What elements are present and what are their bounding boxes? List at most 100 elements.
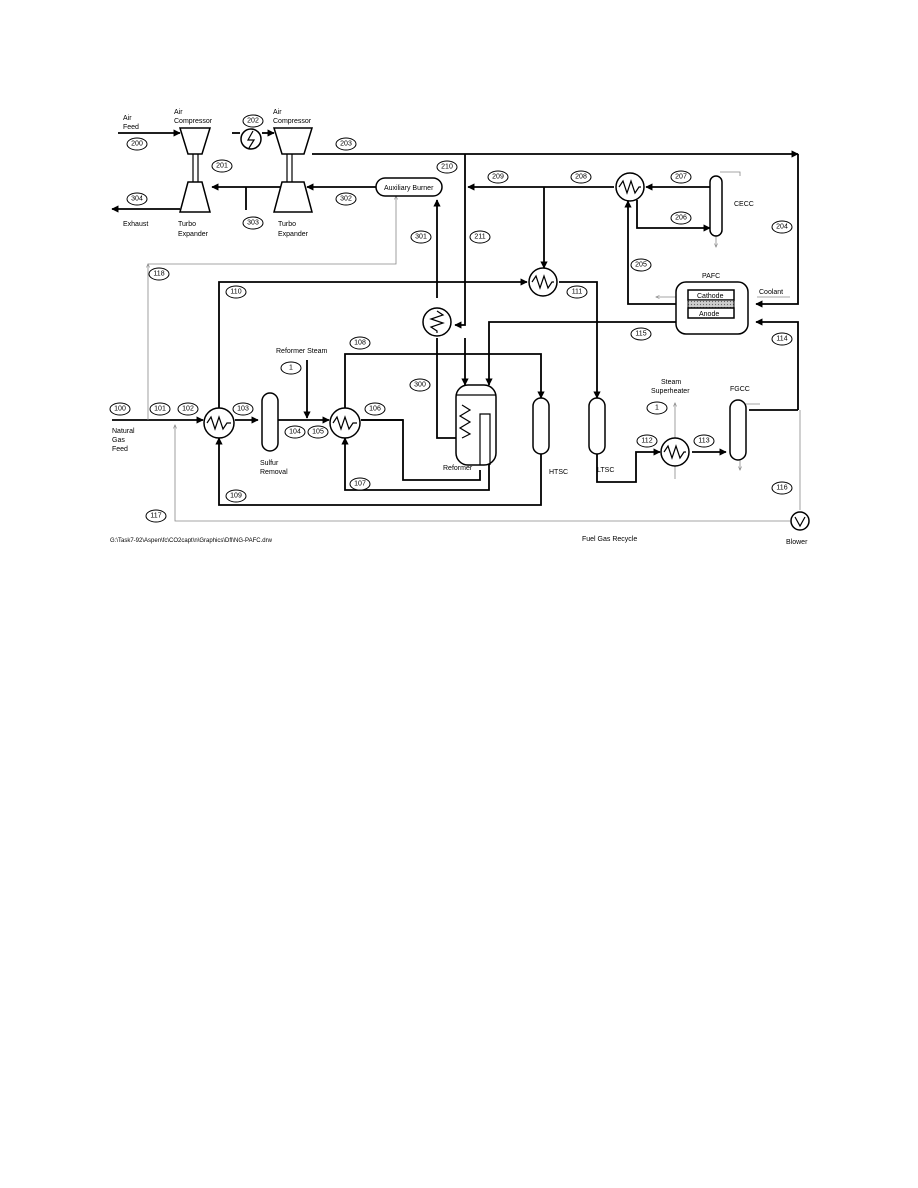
cathode-label: Cathode (697, 293, 724, 300)
stream-tag: 300 (409, 378, 431, 392)
stream-tag: 115 (630, 327, 652, 341)
reformer-steam-label: Reformer Steam (276, 348, 328, 355)
stream-tag: 209 (487, 170, 509, 184)
stream-tag: 103 (232, 402, 254, 416)
feed-heat-exchanger (203, 407, 235, 439)
stream-tag-text: 115 (635, 331, 646, 338)
stream-tag: 107 (349, 477, 371, 491)
stream-tag-text: 205 (635, 262, 647, 269)
stream-110-line (218, 278, 528, 408)
stream-tag-text: 206 (675, 215, 687, 222)
reformer-vessel (455, 384, 497, 466)
stream-tag-text: 102 (182, 406, 194, 413)
sulfur-removal-label-2: Removal (260, 469, 288, 476)
stream-tag: 207 (670, 170, 692, 184)
stream-tag: 112 (636, 434, 658, 448)
stream-tag: 208 (570, 170, 592, 184)
stream-tag: 210 (436, 160, 458, 174)
exhaust-label: Exhaust (123, 221, 148, 228)
file-path-label: G:\Task7-92\Aspen\fc\CO2capt\n\Graphics\… (110, 538, 273, 544)
auxiliary-burner-label: Auxiliary Burner (384, 185, 434, 192)
stream-tag: 118 (148, 267, 170, 281)
stream-tag-text: 104 (289, 429, 301, 436)
stream-tag: 204 (771, 220, 793, 234)
stream-tag-text: 109 (230, 493, 242, 500)
coolant-label: Coolant (759, 289, 783, 296)
stream-117-line (175, 425, 790, 522)
turbo-expander-1-label-1: Turbo (178, 221, 196, 228)
stream-tag-text: 117 (150, 513, 161, 520)
stream-109-line (215, 437, 542, 506)
turbo-expander-2-label-1: Turbo (278, 221, 296, 228)
stream-tag: 303 (242, 216, 264, 230)
auxiliary-burner (375, 177, 443, 197)
stream-tag: 116 (771, 481, 793, 495)
turbo-expander-2-label-2: Expander (278, 231, 309, 238)
stream-tag: 108 (349, 336, 371, 350)
blower-icon (790, 511, 810, 531)
air-compressor-1-label-1: Air (174, 109, 183, 116)
stream-tag-text: 112 (641, 438, 652, 445)
air-compressor-2-label-2: Compressor (273, 118, 312, 125)
stream-tag: 109 (225, 489, 247, 503)
fgcc-label: FGCC (730, 386, 750, 393)
ltsc-vessel (588, 397, 606, 455)
stream-107b-line (341, 437, 490, 491)
pafc-electrolyte (687, 299, 735, 309)
stream-tag-text: 302 (340, 196, 352, 203)
stream-tag-text: 203 (340, 141, 352, 148)
cecc-column (709, 175, 723, 237)
sulfur-removal-label-1: Sulfur (260, 460, 279, 467)
stream-tag-text: 113 (698, 438, 709, 445)
stream-tag-text: 108 (354, 340, 366, 347)
stream-118-line-b (148, 196, 396, 265)
stream-tag: 102 (177, 402, 199, 416)
anode-label: Anode (699, 311, 719, 318)
air-compressor-2 (272, 127, 314, 155)
stream-tag: 205 (630, 258, 652, 272)
stream-tag-text: 103 (237, 406, 249, 413)
stream-tag: 206 (670, 211, 692, 225)
stream-tag-text: 100 (114, 406, 126, 413)
stream-tag-text: 118 (153, 271, 164, 278)
air-feed-label-1: Air (123, 115, 132, 122)
stream-lines (111, 129, 801, 522)
stream-tag-text: 105 (312, 429, 324, 436)
stream-tag: 304 (126, 192, 148, 206)
stream-tag-text: 202 (247, 118, 259, 125)
stream-300-line (436, 338, 462, 439)
stream-tag: 211 (469, 230, 491, 244)
stream-tag: 104 (284, 425, 306, 439)
stream-tag: 111 (566, 285, 588, 299)
motor-icon (240, 128, 262, 150)
stream-112-line (596, 448, 661, 483)
stream-tag: 202 (242, 114, 264, 128)
stream-tag-text: 106 (369, 406, 381, 413)
stream-tag: 114 (771, 332, 793, 346)
steam-superheater-label-2: Superheater (651, 388, 690, 395)
stream-115-line (485, 321, 676, 386)
stream-tags: 200 201 202 203 204 205 206 207 208 209 … (109, 114, 793, 523)
sulfur-removal-vessel (261, 392, 279, 452)
natural-gas-label-2: Gas (112, 437, 125, 444)
stream-tag-text: 209 (492, 174, 504, 181)
stream-tag-text: 101 (154, 406, 166, 413)
stream-tag: 302 (335, 192, 357, 206)
reformer-label: Reformer (443, 465, 473, 472)
stream-tag: 106 (364, 402, 386, 416)
stream-tag-text: 1 (289, 365, 293, 372)
stream-tag: 1 (280, 361, 302, 375)
turbo-expander-1-label-2: Expander (178, 231, 209, 238)
htsc-vessel (532, 397, 550, 455)
stream-tag-text: 207 (675, 174, 687, 181)
stream-tag-text: 107 (354, 481, 366, 488)
fgcc-column (729, 399, 747, 461)
stream-tag: 1 (646, 401, 668, 415)
stream-tag-text: 116 (776, 485, 787, 492)
stream-tag: 113 (693, 434, 715, 448)
stream-tag-text: 204 (776, 224, 788, 231)
natural-gas-label-1: Natural (112, 428, 135, 435)
stream-tag: 203 (335, 137, 357, 151)
stream-tag-text: 208 (575, 174, 587, 181)
